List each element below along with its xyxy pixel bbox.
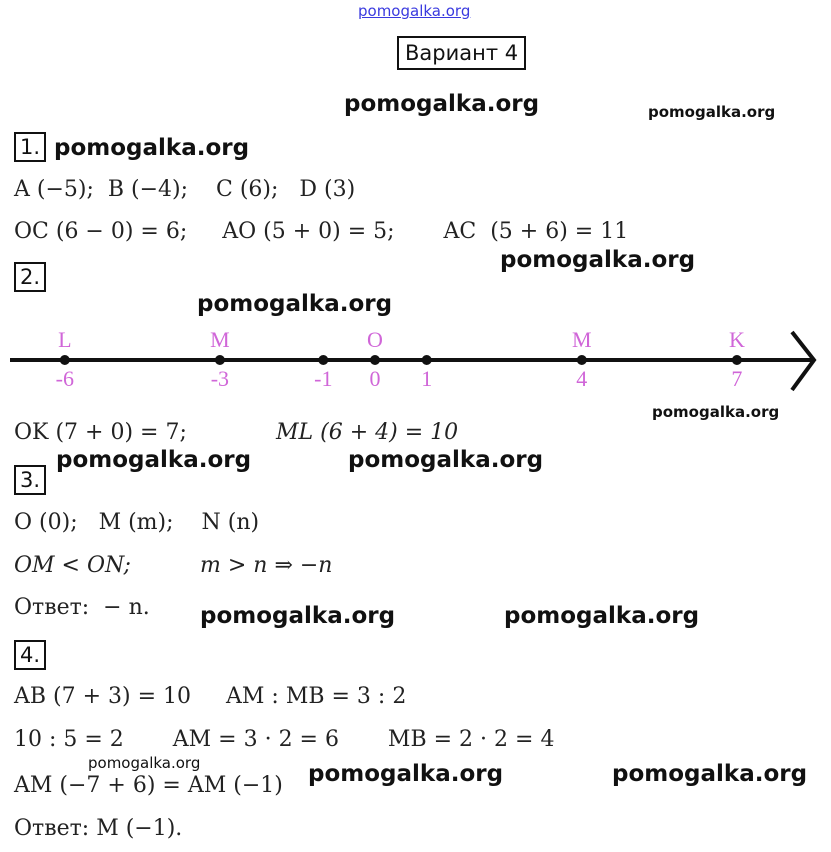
number-line-point [731, 355, 742, 365]
watermark: pomogalka.org [308, 761, 504, 787]
task2-ok: OK (7 + 0) = 7; [14, 420, 187, 445]
task-number-4: 4. [14, 640, 47, 670]
point-value-label: 4 [576, 366, 588, 391]
task1-distances: OC (6 − 0) = 6; AO (5 + 0) = 5; AC (5 + … [14, 219, 629, 244]
number-line-point [214, 355, 225, 365]
task2-ml: ML (6 + 4) = 10 [276, 420, 459, 445]
task3-implication: m > n ⇒ −n [200, 553, 333, 578]
point-name-label: M [572, 327, 592, 352]
number-line-point [421, 355, 432, 365]
task4-line1: AB (7 + 3) = 10 AM : MB = 3 : 2 [14, 684, 407, 709]
task4-line3: AM (−7 + 6) = AM (−1) [14, 773, 283, 798]
point-name-label: M [210, 327, 230, 352]
point-value-label: -3 [210, 366, 230, 391]
watermark: pomogalka.org [504, 603, 700, 629]
watermark: pomogalka.org [200, 603, 396, 629]
point-name-label: L [58, 327, 72, 352]
number-line-point [59, 355, 70, 365]
task4-answer: Ответ: M (−1). [14, 816, 183, 841]
watermark: pomogalka.org [652, 403, 780, 421]
task-number-3: 3. [14, 465, 47, 495]
arrow-head [790, 330, 817, 392]
watermark: pomogalka.org [197, 291, 393, 317]
point-value-label: 1 [421, 366, 433, 391]
number-line-point [114, 358, 119, 362]
number-line-point [318, 355, 329, 365]
watermark: pomogalka.org [344, 91, 540, 117]
watermark: pomogalka.org [56, 447, 252, 473]
point-value-label: 7 [731, 366, 743, 391]
task-number-2: 2. [14, 262, 47, 292]
point-value-label: -6 [55, 366, 74, 391]
watermark: pomogalka.org [54, 135, 250, 161]
watermark: pomogalka.org [348, 447, 544, 473]
number-line-point [370, 355, 380, 365]
watermark: pomogalka.org [612, 761, 808, 787]
variant-title: Вариант 4 [397, 36, 527, 70]
task3-answer: Ответ: − n. [14, 595, 150, 620]
task4-line2: 10 : 5 = 2 AM = 3 · 2 = 6 MB = 2 · 2 = 4 [14, 727, 555, 752]
task-number-1: 1. [14, 132, 47, 162]
number-line-point [576, 355, 587, 365]
task1-points: A (−5); B (−4); C (6); D (3) [14, 177, 356, 202]
watermark: pomogalka.org [648, 103, 776, 121]
watermark: pomogalka.org [500, 247, 696, 273]
watermark-link[interactable]: pomogalka.org [358, 2, 471, 20]
task3-points: O (0); M (m); N (n) [14, 510, 260, 535]
task3-compare: OM < ON; [14, 553, 131, 578]
point-name-label: O [367, 327, 383, 352]
point-value-label: 0 [369, 366, 381, 391]
number-line [10, 330, 817, 392]
point-value-label: -1 [314, 366, 333, 391]
point-name-label: K [728, 327, 745, 352]
watermark: pomogalka.org [88, 754, 201, 772]
